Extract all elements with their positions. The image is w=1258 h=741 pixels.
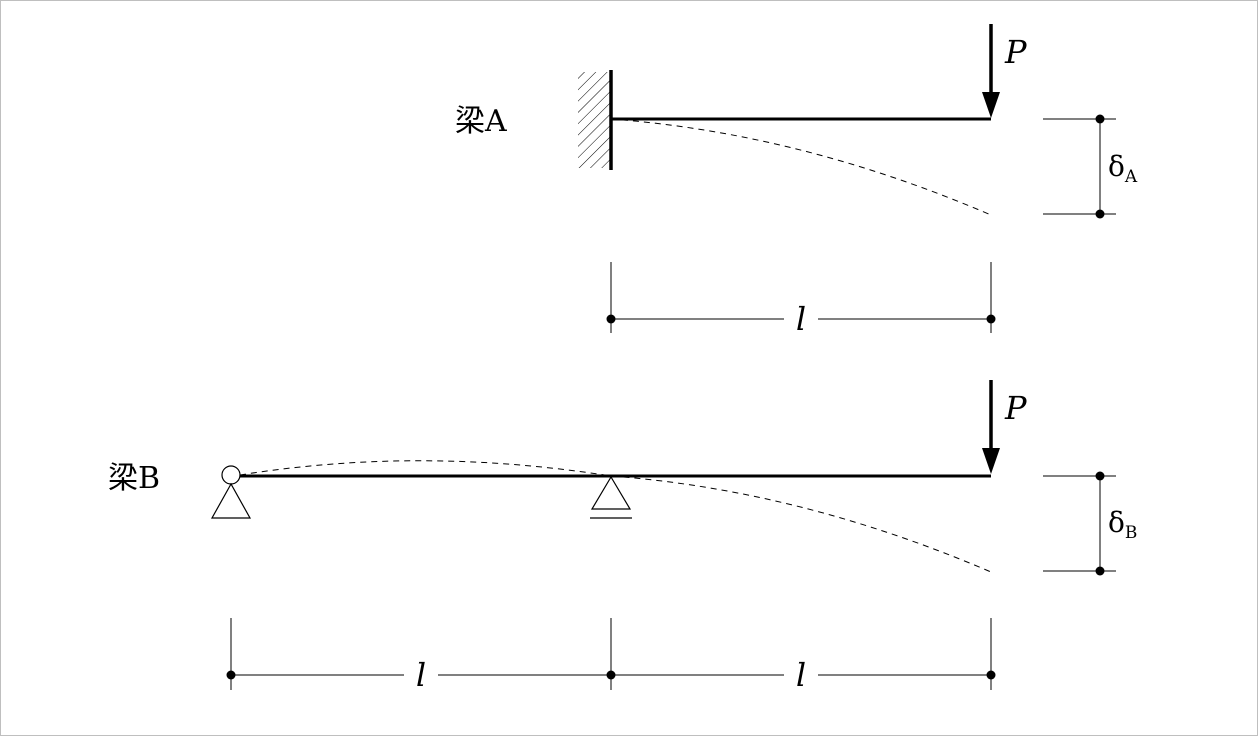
beam-b-span-right-label: l: [796, 656, 806, 694]
beam-a-deflection-curve: [610, 118, 992, 216]
beam-b-span-left-label: l: [416, 656, 426, 694]
beam-b-deflection-label: δB: [1108, 506, 1137, 543]
beam-b-label: 梁B: [108, 461, 160, 496]
beam-b-load-label: P: [1004, 389, 1027, 427]
beam-a-load-arrow: [982, 24, 1000, 118]
beam-b-span-dimension: [226, 618, 996, 690]
beam-a-fixed-support-hatch: [578, 72, 610, 168]
beam-b-middle-roller-support: [590, 475, 632, 519]
beam-a-deflection-label: δA: [1108, 150, 1138, 187]
beam-b-deflection-curve: [239, 460, 992, 573]
beam-b-load-arrow: [982, 380, 1000, 474]
beam-a-span-label: l: [796, 300, 806, 338]
beam-b-group: 梁B P δB: [108, 380, 1137, 694]
beam-a-label: 梁A: [455, 104, 507, 139]
beam-a-load-label: P: [1004, 33, 1027, 71]
beam-a-deflection-dimension: [1043, 114, 1116, 219]
beam-b-deflection-dimension: [1043, 471, 1116, 576]
beam-a-span-dimension: [606, 262, 996, 333]
beam-b-left-pin-support: [210, 465, 252, 519]
beam-a-group: 梁A P δA l: [455, 24, 1138, 338]
